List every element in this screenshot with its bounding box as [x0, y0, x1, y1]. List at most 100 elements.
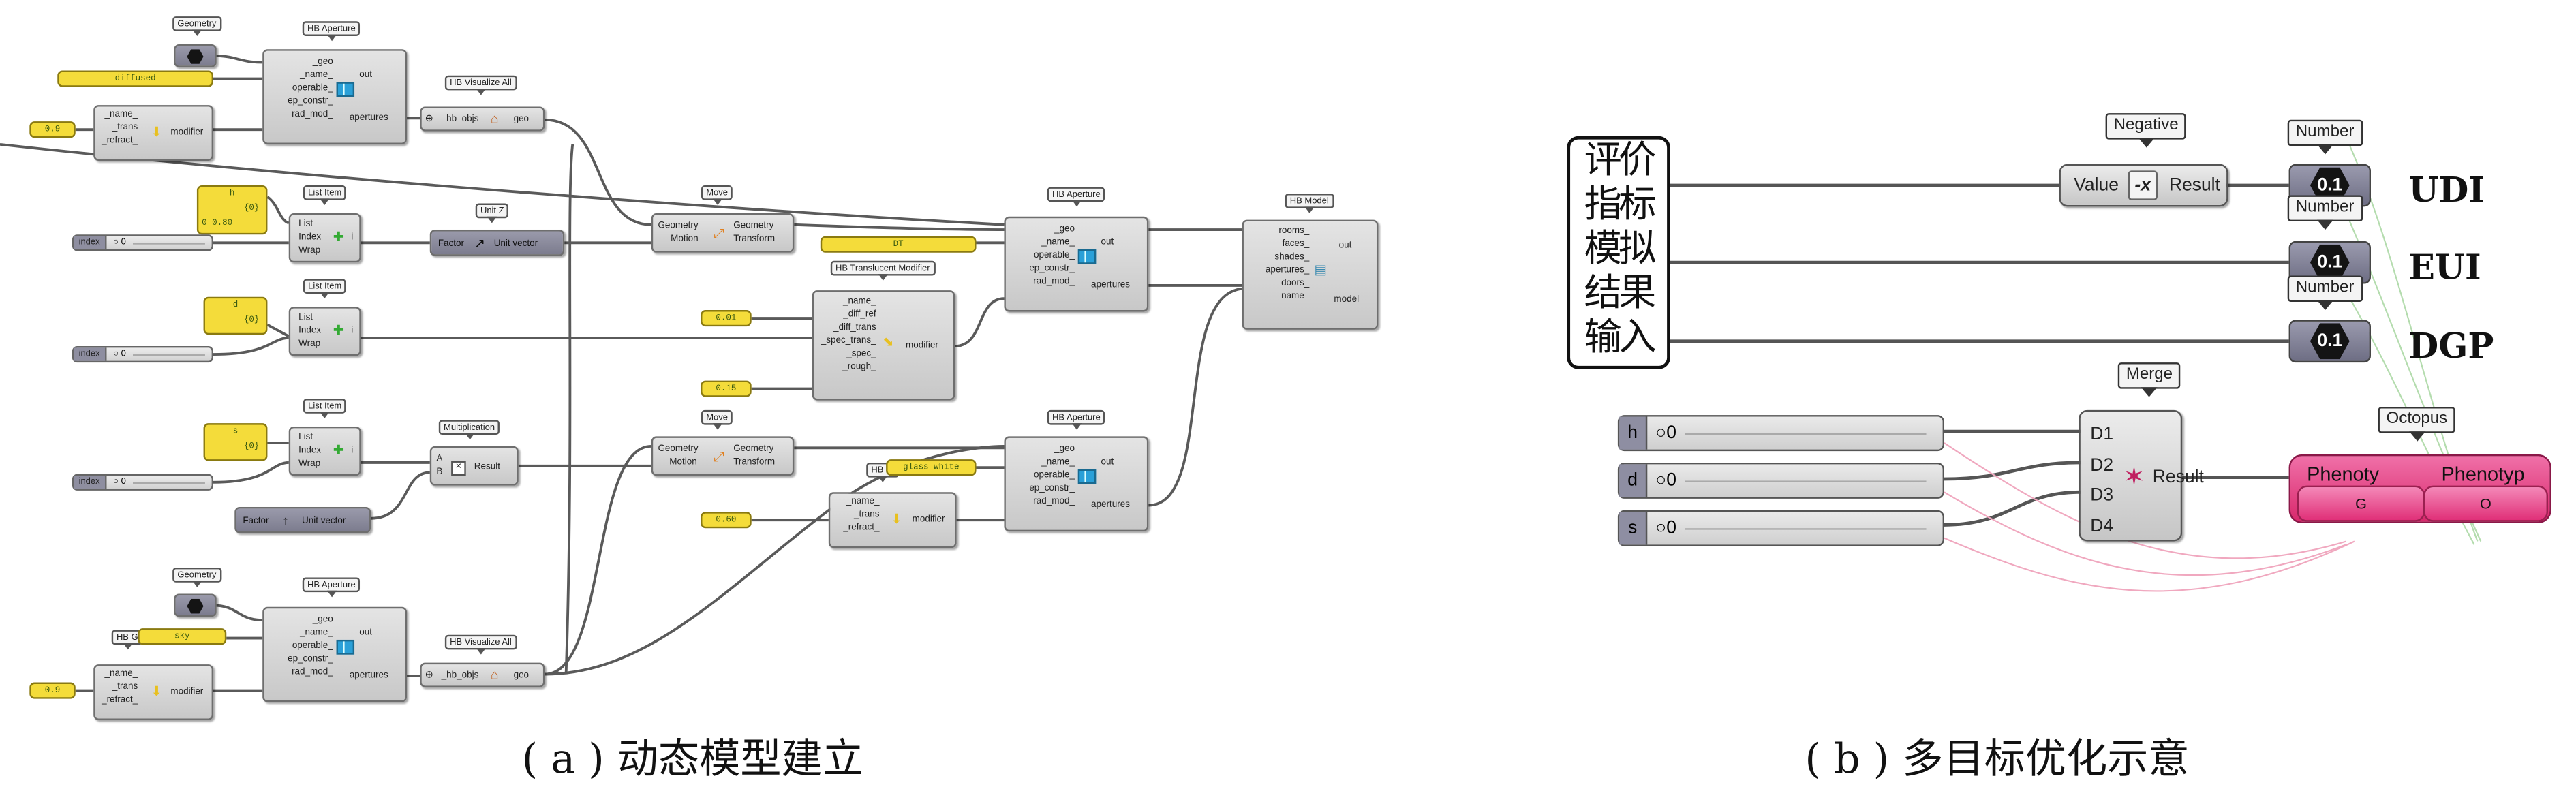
input-spec[interactable]: _spec_ [846, 349, 876, 360]
hb-visualize-node-bottom[interactable]: ⊕ _hb_objs ⌂ geo [420, 662, 545, 687]
hb-aperture-node-mid[interactable]: _geo _name_ operable_ ep_constr_ rad_mod… [1004, 216, 1149, 312]
input-wrap[interactable]: Wrap [298, 246, 321, 256]
trans-value-panel[interactable]: 0.9 [29, 121, 76, 138]
list-item-d-node[interactable]: List Index Wrap ✚ i [288, 307, 361, 356]
output-out[interactable]: out [1101, 238, 1114, 248]
input-name[interactable]: _name_ [842, 296, 876, 307]
slider-track[interactable] [1685, 433, 1927, 435]
rough-value-panel[interactable]: 0.15 [701, 380, 752, 397]
input-operable[interactable]: operable_ [292, 641, 333, 651]
input-diff-ref[interactable]: _diff_ref [843, 310, 876, 320]
output-model[interactable]: model [1334, 295, 1360, 305]
input-name[interactable]: _name_ [104, 110, 138, 120]
input-operable[interactable]: operable_ [1034, 470, 1075, 481]
input-wrap[interactable]: Wrap [298, 459, 321, 469]
input-name[interactable]: _name_ [846, 497, 880, 507]
param-h-panel[interactable]: h {0} 0 0.80 [196, 185, 268, 235]
input-name[interactable]: _name_ [1276, 292, 1310, 302]
list-item-h-node[interactable]: List Index Wrap ✚ i [288, 213, 361, 263]
input-name[interactable]: _name_ [300, 70, 333, 80]
output-result[interactable]: Result [2168, 175, 2220, 196]
name-panel-dt[interactable]: DT [820, 236, 977, 253]
name-panel-sky[interactable]: sky [138, 628, 227, 645]
output-out[interactable]: out [359, 628, 372, 638]
input-list[interactable]: List [298, 433, 313, 444]
hb-translucent-modifier-node[interactable]: _name_ _diff_ref _diff_trans _spec_trans… [812, 290, 955, 401]
input-factor[interactable]: Factor [438, 239, 465, 249]
input-b[interactable]: B [436, 467, 443, 478]
output-phenotype-left[interactable]: Phenoty [2307, 462, 2380, 486]
input-index[interactable]: Index [298, 232, 322, 243]
input-geo[interactable]: _geo [1054, 224, 1075, 235]
diff-ref-value-panel[interactable]: 0.01 [701, 310, 752, 327]
hb-aperture-node-low[interactable]: _geo _name_ operable_ ep_constr_ rad_mod… [1004, 436, 1149, 532]
output-unit-vector[interactable]: Unit vector [493, 239, 538, 249]
output-i[interactable]: i [351, 446, 354, 457]
output-transform[interactable]: Transform [733, 234, 776, 245]
hb-visualize-node[interactable]: ⊕ _hb_objs ⌂ geo [420, 106, 545, 132]
name-panel-glass-white[interactable]: glass white [886, 459, 977, 476]
output-modifier[interactable]: modifier [905, 341, 938, 352]
input-rad-mod[interactable]: rad_mod_ [1033, 277, 1075, 288]
input-ep-constr[interactable]: ep_constr_ [1029, 484, 1075, 494]
input-d3[interactable]: D3 [2090, 485, 2114, 506]
slider-track[interactable] [1685, 480, 1927, 482]
index-slider-h[interactable]: index ○ 0 [72, 234, 213, 251]
slider-track[interactable] [133, 482, 205, 484]
input-ep-constr[interactable]: ep_constr_ [288, 97, 333, 107]
output-out[interactable]: out [359, 70, 372, 80]
output-apertures[interactable]: apertures [1091, 280, 1130, 291]
geometry-param-node[interactable] [174, 44, 217, 67]
hb-aperture-node-bottom[interactable]: _geo _name_ operable_ ep_constr_ rad_mod… [262, 606, 408, 702]
input-geometry[interactable]: Geometry [658, 221, 699, 232]
output-geometry[interactable]: Geometry [733, 444, 774, 454]
slider-d[interactable]: d ○0 [1617, 462, 1945, 499]
move-node-2[interactable]: Geometry Motion ⤢ Geometry Transform [651, 436, 795, 476]
input-ep-constr[interactable]: ep_constr_ [288, 654, 333, 665]
index-slider-s[interactable]: index ○ 0 [72, 474, 213, 491]
input-refract[interactable]: _refract_ [102, 695, 138, 706]
input-name[interactable]: _name_ [1041, 238, 1075, 248]
unit-y-node[interactable]: Factor ↑ Unit vector [234, 506, 371, 533]
input-geo[interactable]: _geo [312, 57, 333, 67]
slider-s[interactable]: s ○0 [1617, 510, 1945, 546]
input-operable[interactable]: operable_ [1034, 251, 1075, 261]
octopus-button-left[interactable]: G [2297, 485, 2425, 522]
octopus-node[interactable]: Phenoty Phenotyp G O [2288, 454, 2551, 524]
output-result[interactable]: Result [474, 462, 500, 473]
param-s-panel[interactable]: s {0} [203, 423, 268, 461]
output-apertures[interactable]: apertures [349, 113, 388, 123]
output-i[interactable]: i [351, 232, 354, 243]
number-param-dgp[interactable]: 0.1 [2288, 320, 2371, 363]
input-list[interactable]: List [298, 313, 313, 324]
input-hb-objs[interactable]: _hb_objs [441, 670, 479, 681]
input-hb-objs[interactable]: _hb_objs [441, 114, 479, 125]
geometry-param-node[interactable] [174, 593, 217, 617]
input-operable[interactable]: operable_ [292, 83, 333, 94]
multiplication-node[interactable]: A B × Result [429, 446, 519, 486]
negative-node[interactable]: Value -x Result [2059, 164, 2228, 207]
input-trans[interactable]: _trans [854, 510, 880, 521]
input-rad-mod[interactable]: rad_mod_ [292, 110, 333, 120]
input-wrap[interactable]: Wrap [298, 339, 321, 350]
input-diff-trans[interactable]: _diff_trans [833, 323, 876, 333]
hb-model-node[interactable]: rooms_ faces_ shades_ apertures_ doors_ … [1242, 219, 1379, 330]
input-shades[interactable]: shades_ [1274, 252, 1310, 263]
output-modifier[interactable]: modifier [170, 127, 204, 138]
input-index[interactable]: Index [298, 446, 322, 457]
input-rad-mod[interactable]: rad_mod_ [292, 667, 333, 678]
octopus-button-right[interactable]: O [2423, 485, 2549, 522]
output-apertures[interactable]: apertures [349, 670, 388, 681]
input-geo[interactable]: _geo [312, 615, 333, 625]
input-list[interactable]: List [298, 219, 313, 230]
output-result[interactable]: Result [2152, 467, 2204, 488]
hb-glass-modifier-node[interactable]: _name_ _trans _refract_ ⬇ modifier [93, 105, 213, 161]
name-panel-diffused[interactable]: diffused [57, 70, 213, 87]
output-apertures[interactable]: apertures [1091, 500, 1130, 510]
input-ep-constr[interactable]: ep_constr_ [1029, 264, 1075, 275]
input-motion[interactable]: Motion [671, 234, 699, 245]
output-transform[interactable]: Transform [733, 457, 776, 468]
output-i[interactable]: i [351, 326, 354, 337]
list-item-s-node[interactable]: List Index Wrap ✚ i [288, 426, 361, 476]
input-name[interactable]: _name_ [1041, 457, 1075, 468]
